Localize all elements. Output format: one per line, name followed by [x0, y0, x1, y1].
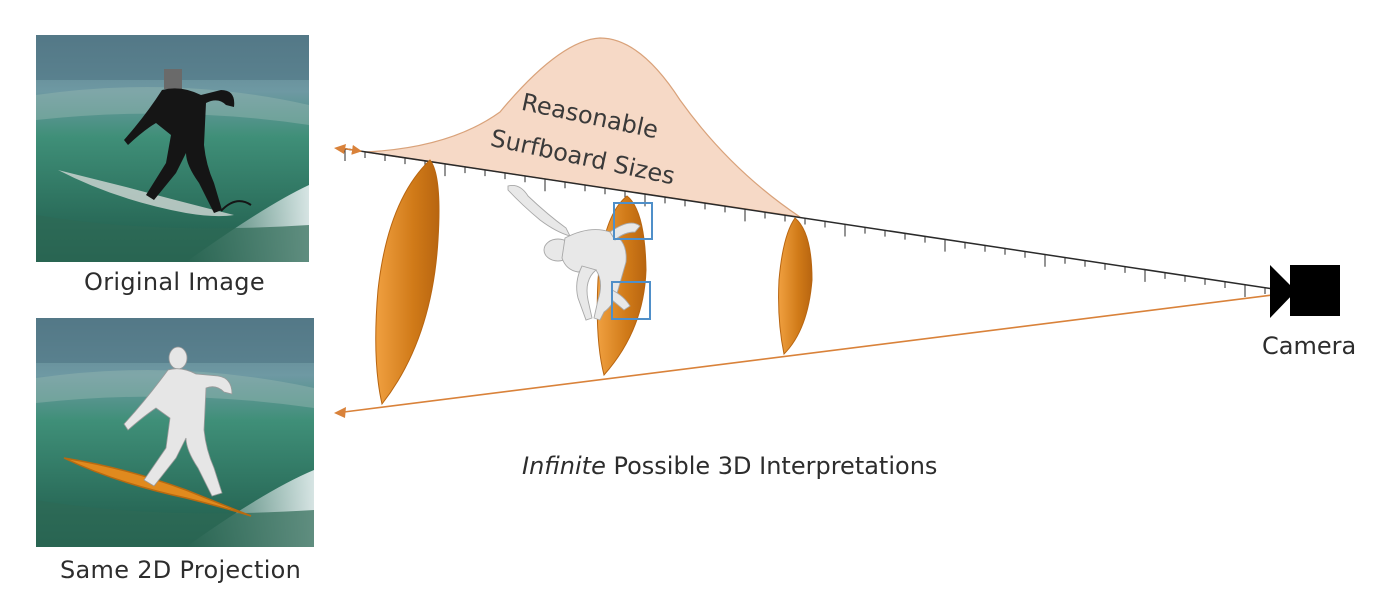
upper-ray: [339, 147, 1281, 291]
interpretations-caption-rest: Possible 3D Interpretations: [605, 452, 938, 480]
original-image-photo: [36, 35, 309, 262]
camera-icon: [1270, 265, 1340, 318]
upper-ray-arrowhead: [334, 144, 346, 154]
original-image-caption: Original Image: [84, 268, 265, 296]
foot-highlight-box-upper: [613, 202, 653, 240]
lower-ray: [343, 293, 1281, 413]
size-distribution-curve: [364, 37, 801, 218]
projection-image-caption: Same 2D Projection: [60, 556, 302, 584]
human-mesh-figure: [507, 185, 641, 321]
camera-label: Camera: [1262, 332, 1357, 360]
interpretations-caption: Infinite Possible 3D Interpretations: [522, 452, 937, 480]
surfboard-large: [375, 159, 440, 406]
ruler-ticks: [344, 149, 1266, 297]
surfboard-small: [778, 217, 813, 356]
projection-image-scene: [36, 318, 314, 547]
original-image-scene: [36, 35, 309, 262]
projection-image-photo: [36, 318, 314, 547]
lower-ray-arrowhead: [334, 407, 346, 418]
interpretations-caption-emphasis: Infinite: [522, 452, 606, 480]
foot-highlight-box-lower: [611, 281, 651, 320]
